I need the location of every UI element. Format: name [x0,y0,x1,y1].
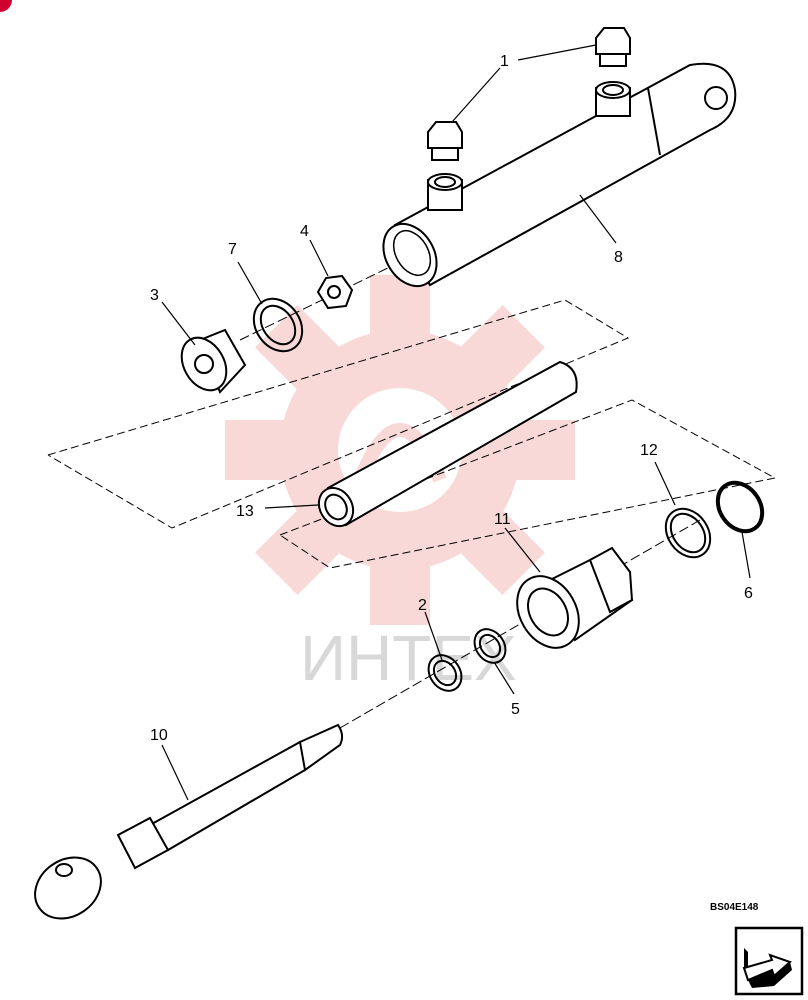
callout-4: 4 [300,223,309,240]
part-4-nut[interactable] [316,274,354,310]
part-6-o-ring[interactable] [709,474,772,540]
centerline-upper [239,261,401,341]
callout-3: 3 [150,287,159,304]
part-5-ring[interactable] [468,623,512,669]
callout-2: 2 [418,597,427,614]
watermark-text: ИНТЕХ [300,622,517,694]
leader-5 [493,661,515,695]
part-1-plug-b[interactable] [595,27,631,67]
callout-1: 1 [500,53,509,70]
callout-13: 13 [236,503,254,520]
callout-12: 12 [640,442,658,459]
callout-11: 11 [494,511,511,528]
dashed-envelope-upper [47,299,630,529]
part-7-ring[interactable] [244,289,312,360]
part-3-piston[interactable] [173,328,247,398]
callout-6: 6 [744,585,753,602]
leader-6 [741,531,751,579]
leader-7 [237,261,263,305]
part-10-piston-rod[interactable] [23,723,344,931]
leader-4 [309,239,329,277]
leader-2 [424,611,443,661]
callout-7: 7 [228,241,237,258]
next-page-button[interactable] [734,926,804,996]
dashed-envelope-lower [279,399,777,569]
leader-10 [161,744,189,801]
leader-1b [517,44,597,61]
part-13-tube[interactable] [312,360,578,532]
part-2-ring[interactable] [422,649,468,697]
arrow-right-icon [742,948,792,988]
watermark-gear-logo [225,275,575,625]
leader-1a [451,67,501,123]
part-8-cylinder-barrel[interactable] [373,62,737,296]
leader-8 [579,194,617,244]
drawing-code: BS04E148 [710,902,759,913]
leader-3 [161,301,196,346]
callout-8: 8 [614,249,623,266]
part-1-plug-a[interactable] [427,121,463,161]
leader-12 [654,461,676,506]
leader-11 [504,527,541,573]
callout-10: 10 [150,727,168,744]
leader-13 [264,504,319,509]
part-12-ring[interactable] [657,500,720,566]
part-11-gland[interactable] [505,546,634,659]
callout-5: 5 [511,701,520,718]
